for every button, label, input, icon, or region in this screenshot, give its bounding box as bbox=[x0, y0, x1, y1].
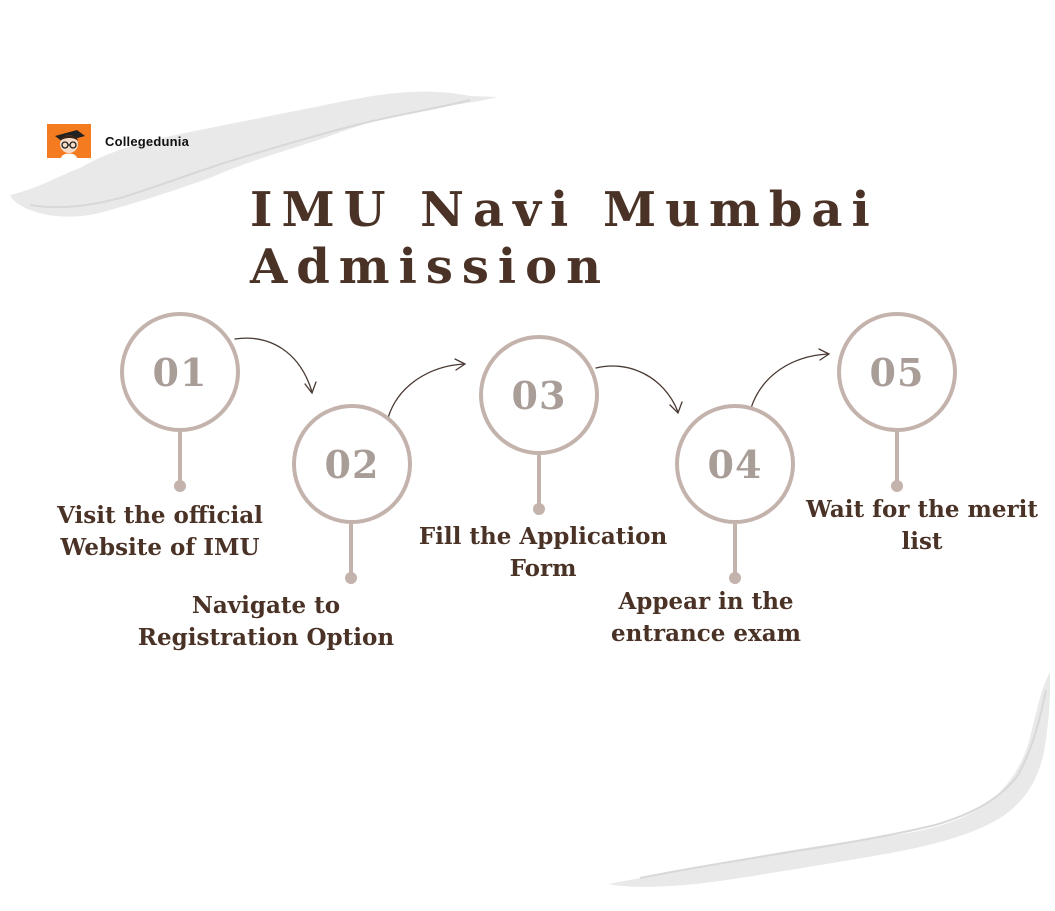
arrow-02-03 bbox=[387, 363, 465, 419]
step-01-label: Visit the official Website of IMU bbox=[40, 500, 280, 564]
arrow-01-02 bbox=[234, 337, 313, 393]
step-01-stem bbox=[178, 432, 182, 485]
step-01-label-line-2: Website of IMU bbox=[60, 534, 260, 561]
step-02-label-line-2: Registration Option bbox=[137, 624, 395, 651]
step-04-dot bbox=[729, 572, 741, 584]
step-04-number: 04 bbox=[707, 441, 763, 487]
step-03-dot bbox=[533, 503, 545, 515]
title-line-2: Admission bbox=[250, 239, 611, 295]
step-05-dot bbox=[891, 480, 903, 492]
brand-name: Collegedunia bbox=[105, 133, 190, 149]
step-03-label-line-2: Form bbox=[509, 555, 577, 582]
step-05-label: Wait for the merit list bbox=[796, 494, 1048, 558]
brand: Collegedunia bbox=[47, 124, 189, 158]
step-01-number: 01 bbox=[152, 349, 208, 395]
step-04-label-line-2: entrance exam bbox=[611, 620, 801, 647]
step-03-number: 03 bbox=[511, 372, 567, 418]
page-title: IMU Navi Mumbai Admission bbox=[250, 182, 879, 296]
step-05-circle: 05 bbox=[837, 312, 957, 432]
step-05-label-line-1: Wait for the merit bbox=[806, 496, 1038, 523]
step-04-label: Appear in the entrance exam bbox=[586, 586, 826, 650]
step-01-dot bbox=[174, 480, 186, 492]
step-04-label-line-1: Appear in the bbox=[618, 588, 794, 615]
step-01-label-line-1: Visit the official bbox=[57, 502, 263, 529]
step-02-circle: 02 bbox=[292, 404, 412, 524]
step-03-circle: 03 bbox=[479, 335, 599, 455]
step-02-label: Navigate to Registration Option bbox=[116, 590, 416, 654]
student-mascot-icon bbox=[47, 124, 91, 158]
step-04-circle: 04 bbox=[675, 404, 795, 524]
step-02-number: 02 bbox=[324, 441, 380, 487]
step-02-label-line-1: Navigate to bbox=[191, 592, 341, 619]
step-04-stem bbox=[733, 524, 737, 578]
step-02-stem bbox=[349, 524, 353, 578]
title-line-1: IMU Navi Mumbai bbox=[250, 182, 879, 238]
arrow-04-05 bbox=[750, 353, 829, 409]
step-03-label-line-1: Fill the Application bbox=[418, 523, 668, 550]
arrow-03-04 bbox=[595, 365, 679, 413]
step-03-stem bbox=[537, 455, 541, 508]
step-01-circle: 01 bbox=[120, 312, 240, 432]
step-05-stem bbox=[895, 432, 899, 485]
step-05-label-line-2: list bbox=[901, 528, 943, 555]
step-05-number: 05 bbox=[869, 349, 925, 395]
step-03-label: Fill the Application Form bbox=[403, 521, 683, 585]
step-02-dot bbox=[345, 572, 357, 584]
